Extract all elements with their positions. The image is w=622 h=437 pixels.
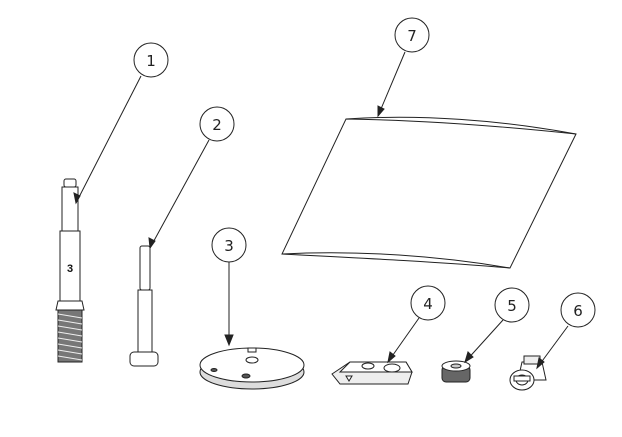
balloon-1-label: 1 bbox=[146, 52, 156, 70]
balloon-5: 5 bbox=[494, 287, 530, 323]
balloon-3: 3 bbox=[211, 227, 247, 263]
part-6-fitting bbox=[509, 355, 547, 391]
part-1-threaded-shaft: 3 bbox=[55, 178, 85, 363]
balloon-2: 2 bbox=[199, 106, 235, 142]
part-7-bag bbox=[281, 116, 577, 269]
part-2-pin bbox=[129, 245, 159, 367]
balloon-7-label: 7 bbox=[407, 27, 417, 45]
part-3-round-plate bbox=[199, 347, 305, 390]
balloon-5-label: 5 bbox=[507, 297, 517, 315]
part-5-threaded-plug bbox=[441, 360, 471, 383]
balloon-4: 4 bbox=[410, 285, 446, 321]
shaft-number-marking: 3 bbox=[67, 263, 73, 275]
balloon-4-label: 4 bbox=[423, 295, 433, 313]
balloon-2-label: 2 bbox=[212, 116, 222, 134]
part-4-wedge-block bbox=[331, 361, 413, 385]
balloon-1: 1 bbox=[133, 42, 169, 78]
balloon-6: 6 bbox=[560, 292, 596, 328]
balloon-7: 7 bbox=[394, 17, 430, 53]
balloon-6-label: 6 bbox=[573, 302, 583, 320]
balloon-3-label: 3 bbox=[224, 237, 234, 255]
leader-lines bbox=[73, 51, 569, 370]
